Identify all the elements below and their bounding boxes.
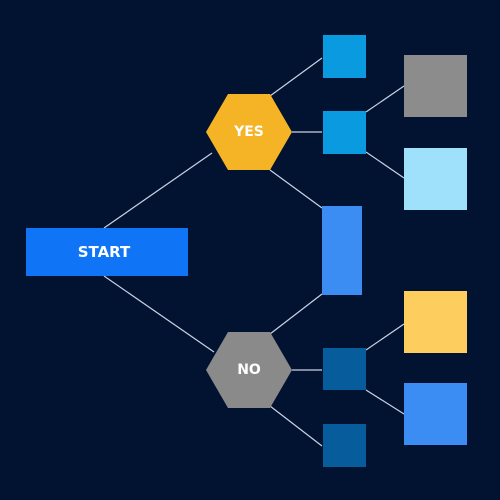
- connector-middle-light: [365, 151, 405, 179]
- yes-top-box: [323, 35, 366, 78]
- no-blue-box: [404, 383, 467, 445]
- connector-start-no: [103, 275, 215, 353]
- no-middle-box: [323, 348, 366, 390]
- yes-middle-box: [323, 111, 366, 154]
- no-node-label: NO: [237, 362, 261, 378]
- connector-yes-center-bar: [269, 169, 323, 209]
- start-node-label: START: [78, 243, 131, 261]
- start-node-shape: [26, 228, 188, 276]
- no-yellow-box: [404, 291, 467, 353]
- no-node: NO: [206, 332, 292, 408]
- connector-no-middle-yellow: [365, 323, 405, 351]
- connector-start-yes: [103, 152, 213, 229]
- yes-light-box: [404, 148, 467, 210]
- yes-node-shape: [206, 94, 292, 170]
- connectors: [103, 57, 405, 447]
- connector-no-middle-blue: [365, 389, 405, 415]
- connector-no-center-bar: [269, 293, 323, 335]
- connector-yes-top-box: [269, 57, 323, 97]
- yes-node: YES: [206, 94, 292, 170]
- yes-grey-box: [404, 55, 467, 117]
- start-node: START: [26, 228, 188, 276]
- connector-middle-grey: [365, 85, 405, 113]
- no-bottom-box: [323, 424, 366, 467]
- center-bar: [322, 206, 362, 295]
- yes-node-label: YES: [233, 124, 264, 140]
- no-node-shape: [206, 332, 292, 408]
- connector-no-bottom-box: [269, 405, 323, 447]
